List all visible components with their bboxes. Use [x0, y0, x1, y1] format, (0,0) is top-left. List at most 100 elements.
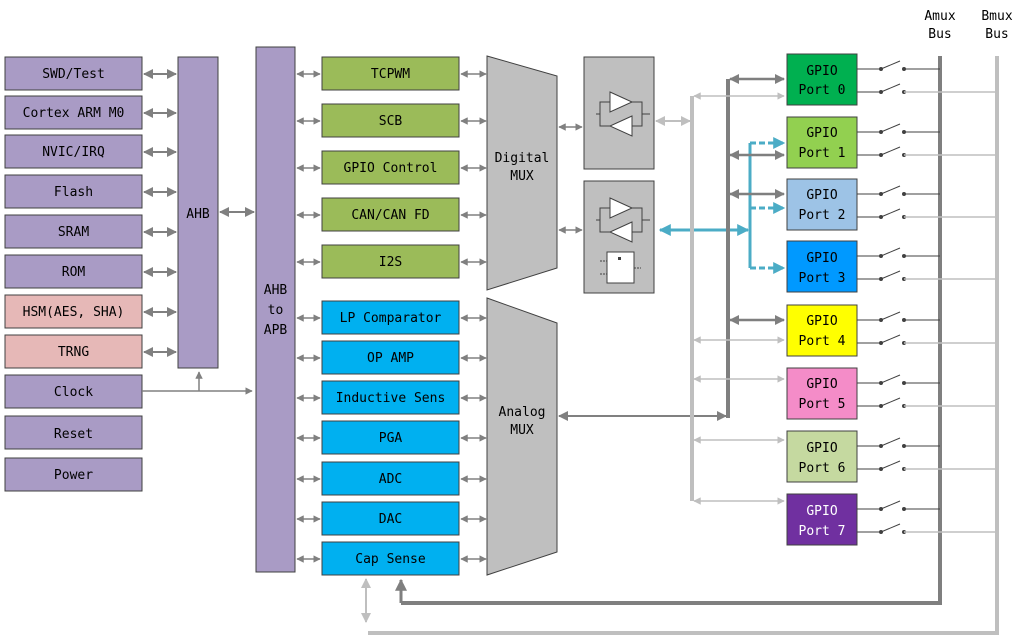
periph-gpio-control-box: [321, 150, 460, 185]
switch-blade: [880, 185, 901, 195]
gpio-port-3-box: [786, 240, 858, 293]
buffer-icon: [596, 91, 650, 137]
ahb-to-apb-line-2: to: [268, 303, 284, 318]
gpio-port-5-line-1: GPIO: [806, 377, 837, 392]
periph-can-label: CAN/CAN FD: [351, 208, 429, 223]
periph-inductive-sens-label: Inductive Sens: [336, 391, 446, 406]
periph-op-amp-box: [321, 340, 460, 375]
gpio-port-1-line-2: Port 1: [799, 146, 846, 161]
block-flash-box: [4, 174, 143, 209]
switch-port2-amux: [857, 185, 940, 196]
gpio-port-1-box: [786, 116, 858, 169]
periph-dac-label: DAC: [379, 512, 402, 527]
ahb-to-apb-bridge: AHB to APB: [255, 46, 296, 573]
periph-cap-sense-box: [321, 541, 460, 576]
gpio-port-6-line-2: Port 6: [799, 461, 846, 476]
switch-blade: [880, 311, 901, 321]
flip-flop-box: [606, 251, 635, 284]
analog-routing-bus: [726, 74, 785, 418]
bmux-bus-line-1: Bmux: [981, 9, 1012, 24]
digital-mux: Digital MUX: [486, 55, 558, 291]
periph-can: CAN/CAN FD: [321, 197, 460, 232]
ahb-bus-label: AHB: [186, 207, 210, 222]
ahb-bus-box: [177, 56, 219, 369]
switch-blade: [880, 270, 901, 280]
block-reset: Reset: [4, 415, 143, 450]
block-power-box: [4, 457, 143, 492]
periph-scb-label: SCB: [379, 114, 403, 129]
block-trng: TRNG: [4, 334, 143, 369]
ahb-to-apb-box: [255, 46, 296, 573]
periph-scb-box: [321, 103, 460, 138]
hsiom-blue-routing: [658, 137, 786, 274]
analog-peripherals: LP Comparator OP AMP Inductive Sens PGA …: [321, 300, 460, 576]
block-swd-test: SWD/Test: [4, 56, 143, 91]
block-cortex-arm-m0-label: Cortex ARM M0: [23, 106, 125, 121]
block-trng-label: TRNG: [58, 345, 89, 360]
buffer2-wire-b: [599, 220, 610, 233]
gpio-port-4-line-2: Port 4: [799, 334, 846, 349]
block-cortex-arm-m0-box: [4, 95, 143, 130]
io-cell-buffer-2: [583, 180, 655, 294]
flip-flop-icon: [600, 251, 641, 284]
digital-mux-shape: [486, 55, 558, 291]
analog-mux-line-2: MUX: [510, 423, 534, 438]
gpio-port-0-line-1: GPIO: [806, 64, 837, 79]
periph-i2s-box: [321, 244, 460, 279]
block-reset-label: Reset: [54, 427, 93, 442]
left-to-ahb-arrows: [143, 69, 177, 357]
block-hsm-label: HSM(AES, SHA): [23, 305, 125, 320]
gpio-port-7-line-2: Port 7: [799, 524, 846, 539]
ahb-bus-block: AHB: [177, 56, 219, 369]
periph-gpio-control-label: GPIO Control: [344, 161, 438, 176]
switch-blade: [880, 247, 901, 257]
buffer-wire-a: [596, 101, 610, 115]
switch-blade: [880, 460, 901, 470]
periph-adc: ADC: [321, 461, 460, 496]
block-cortex-arm-m0: Cortex ARM M0: [4, 95, 143, 130]
switch-blade: [880, 208, 901, 218]
switch-port5-bmux: [857, 397, 997, 408]
block-clock: Clock: [4, 374, 143, 409]
gpio-port-6-box: [786, 430, 858, 483]
periph-to-mux-arrows: [460, 70, 487, 563]
block-rom-box: [4, 254, 143, 289]
periph-dac-box: [321, 501, 460, 536]
block-flash-label: Flash: [54, 185, 93, 200]
periph-scb: SCB: [321, 103, 460, 138]
switch-blade: [880, 146, 901, 156]
switch-port1-amux: [857, 123, 940, 134]
periph-i2s-label: I2S: [379, 255, 402, 270]
amux-bus-line-1: Amux: [924, 9, 955, 24]
switch-blade: [880, 123, 901, 133]
gpio-port-7-box: [786, 493, 858, 546]
switch-port4-bmux: [857, 334, 997, 345]
periph-pga-box: [321, 420, 460, 455]
buffer-wire-b: [599, 114, 610, 127]
periph-tcpwm-label: TCPWM: [371, 67, 410, 82]
periph-op-amp: OP AMP: [321, 340, 460, 375]
block-sram-label: SRAM: [58, 225, 89, 240]
periph-cap-sense: Cap Sense: [321, 541, 460, 576]
gpio-port-1-line-1: GPIO: [806, 126, 837, 141]
gpio-port-2-line-2: Port 2: [799, 208, 846, 223]
switch-blade: [880, 500, 901, 510]
block-rom-label: ROM: [62, 265, 86, 280]
gpio-port-5-line-2: Port 5: [799, 397, 846, 412]
periph-pga: PGA: [321, 420, 460, 455]
bridge-to-periph-arrows: [296, 70, 321, 563]
switch-port6-amux: [857, 437, 940, 448]
switch-blade: [880, 523, 901, 533]
block-rom: ROM: [4, 254, 143, 289]
switch-port2-bmux: [857, 208, 997, 219]
block-hsm-box: [4, 294, 143, 329]
block-reset-box: [4, 415, 143, 450]
gpio-port-3-line-1: GPIO: [806, 251, 837, 266]
block-trng-box: [4, 334, 143, 369]
